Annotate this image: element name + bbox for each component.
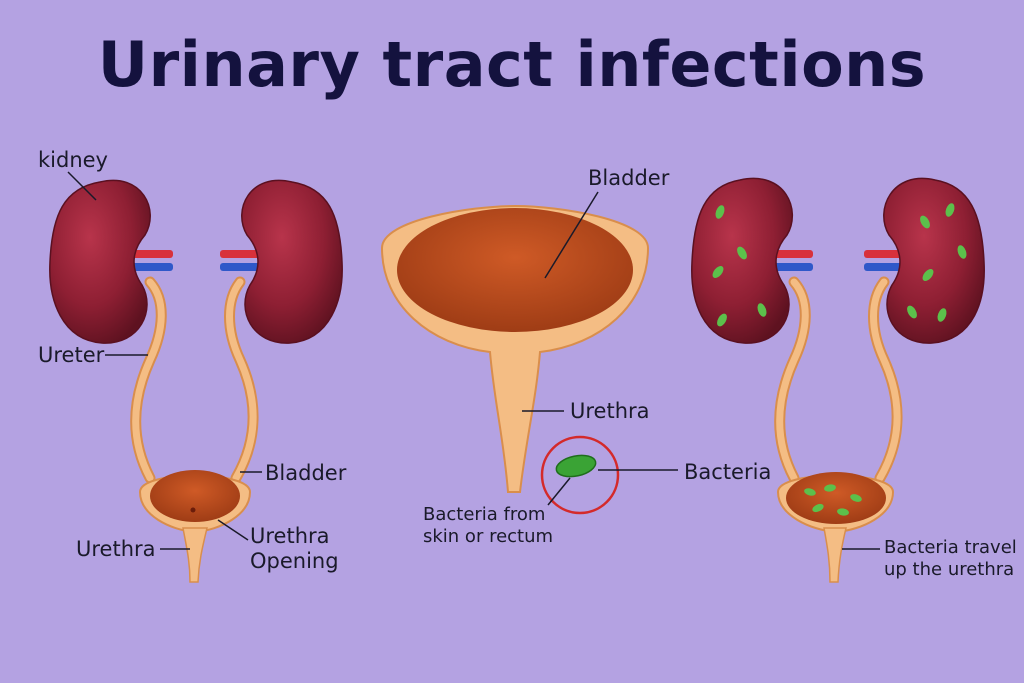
left-urinary-system: [49, 171, 343, 583]
right-infected-system: [691, 177, 985, 583]
bacteria-label: Bacteria: [684, 460, 772, 484]
urethra-opening-label: Urethra Opening: [250, 524, 339, 574]
center-bladder: [380, 191, 678, 515]
center-urethra-label: Urethra: [570, 399, 650, 423]
urethra-opening-dot: [190, 507, 196, 513]
kidney-bacteria: [712, 203, 967, 327]
page-title: Urinary tract infections: [97, 28, 927, 101]
bacteria-source-label: Bacteria from skin or rectum: [423, 504, 554, 547]
right-kidney: [241, 179, 343, 344]
bladder-bacteria: [804, 484, 862, 516]
infected-urethra: [823, 527, 847, 583]
right-ureter-right: [870, 278, 901, 482]
right-ureter-left: [776, 278, 809, 482]
infected-left-kidney: [691, 177, 793, 344]
left-urethra: [182, 527, 208, 583]
left-bladder-label: Bladder: [265, 461, 347, 485]
left-urethra-label: Urethra: [76, 537, 156, 561]
kidney-label: kidney: [38, 148, 108, 172]
center-bladder-label: Bladder: [588, 166, 670, 190]
center-bladder-interior: [397, 208, 633, 332]
left-kidney: [49, 179, 151, 344]
bacteria-cell: [555, 454, 597, 478]
ureter-label: Ureter: [38, 343, 105, 367]
bacteria-highlight-ring: [540, 435, 620, 515]
bacteria-travel-label: Bacteria travel up the urethra: [884, 537, 1017, 580]
infected-right-kidney: [883, 177, 985, 344]
